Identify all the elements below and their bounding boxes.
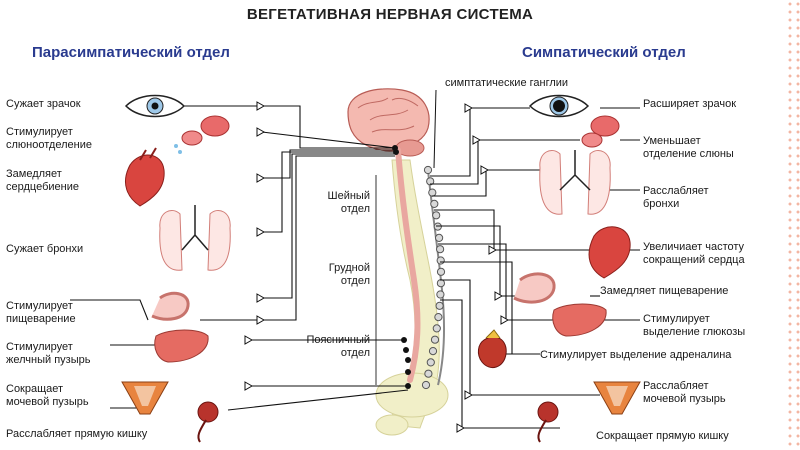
lungs-icon xyxy=(160,205,231,270)
ganglion-node xyxy=(431,200,438,207)
ganglion-node xyxy=(425,370,432,377)
ganglion-node xyxy=(434,223,441,230)
ganglia-pointer xyxy=(434,90,436,168)
ganglion-node xyxy=(422,381,429,388)
parasympathetic-node xyxy=(405,357,411,363)
synapse-marker xyxy=(257,228,264,236)
synapse-marker xyxy=(501,316,508,324)
rectum-symp-icon xyxy=(538,402,558,442)
parasympathetic-node xyxy=(405,369,411,375)
synapse-marker xyxy=(489,246,496,254)
synapse-marker xyxy=(465,104,472,112)
synapse-marker xyxy=(245,382,252,390)
ganglion-node xyxy=(437,280,444,287)
ganglion-node xyxy=(431,336,438,343)
liver-icon xyxy=(155,330,208,362)
ganglion-node xyxy=(437,246,444,253)
heart-symp-icon xyxy=(589,227,630,278)
rectum-icon xyxy=(198,402,218,442)
parasympathetic-node xyxy=(403,347,409,353)
ganglion-node xyxy=(433,325,440,332)
ganglion-node xyxy=(436,234,443,241)
ganglion-node xyxy=(437,257,444,264)
synapse-marker xyxy=(257,316,264,324)
bladder-icon xyxy=(122,382,168,414)
salivary-gland-symp-icon xyxy=(582,116,619,147)
parasympathetic-nerves xyxy=(70,106,408,410)
ganglion-node xyxy=(435,314,442,321)
salivary-gland-icon xyxy=(174,116,229,154)
lungs-symp-icon xyxy=(540,150,611,214)
adrenal-gland-icon xyxy=(478,330,506,368)
ganglion-node xyxy=(436,302,443,309)
synapse-marker xyxy=(481,166,488,174)
eye-icon xyxy=(126,96,184,117)
ganglion-node xyxy=(437,291,444,298)
ganglion-node xyxy=(424,166,431,173)
stomach-symp-icon xyxy=(514,274,554,302)
liver-symp-icon xyxy=(553,304,606,336)
bladder-symp-icon xyxy=(594,382,640,414)
synapse-marker xyxy=(495,292,502,300)
synapse-marker xyxy=(257,102,264,110)
ganglion-node xyxy=(433,212,440,219)
ganglion-node xyxy=(437,268,444,275)
synapse-marker xyxy=(465,391,472,399)
synapse-marker xyxy=(473,136,480,144)
synapse-marker xyxy=(457,424,464,432)
ganglion-node xyxy=(427,359,434,366)
brain xyxy=(348,89,429,156)
eye-dilated-icon xyxy=(530,96,588,117)
synapse-marker xyxy=(257,128,264,136)
ganglion-node xyxy=(429,348,436,355)
synapse-marker xyxy=(257,174,264,182)
heart-icon xyxy=(125,148,164,206)
ganglion-node xyxy=(429,189,436,196)
synapse-marker xyxy=(257,294,264,302)
stomach-icon xyxy=(152,293,188,319)
synapse-marker xyxy=(245,336,252,344)
